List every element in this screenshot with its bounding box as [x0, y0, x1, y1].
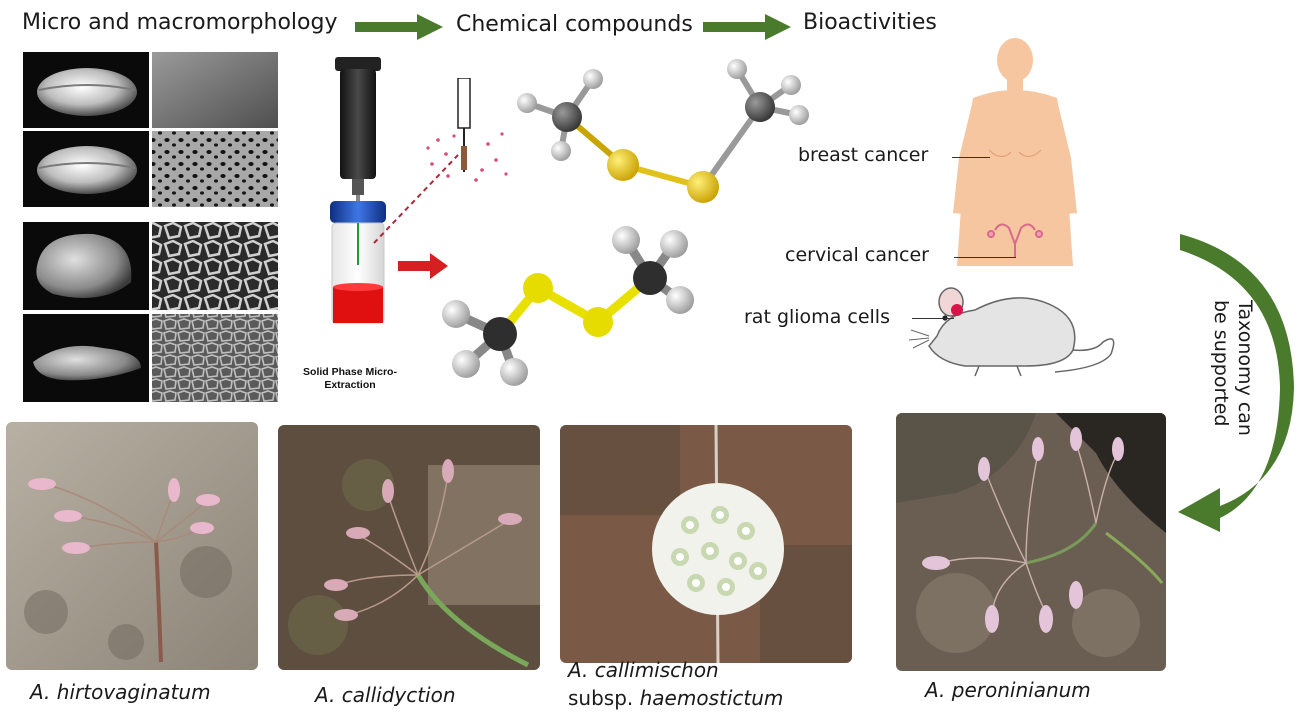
header-step-bioactivities: Bioactivities [803, 10, 937, 35]
leader-line [912, 318, 954, 319]
spme-label-line1: Solid Phase Micro- [303, 366, 397, 378]
plant-photo [6, 422, 258, 670]
taxonomy-line1: Taxonomy can [1234, 300, 1256, 436]
sem-grid-bottom [23, 222, 278, 402]
human-body-icon [953, 38, 1077, 266]
caption-callidyction: A. callidyction [315, 683, 456, 707]
photo-callimischon [560, 425, 852, 663]
vial-icon [330, 201, 386, 324]
spme-label-line2: Extraction [324, 379, 376, 391]
plant-photo [278, 425, 540, 670]
right-arrow-icon [355, 14, 443, 40]
spme-apparatus [330, 57, 459, 324]
caption-hirtovaginatum: A. hirtovaginatum [30, 680, 211, 704]
leader-line [952, 157, 990, 158]
caption-subsp-name: haemostictum [639, 686, 784, 710]
header-step-chemical: Chemical compounds [456, 12, 693, 37]
photo-hirtovaginatum [6, 422, 258, 670]
photo-peroninianum [896, 413, 1166, 671]
caption-peroninianum: A. peroninianum [925, 678, 1091, 702]
spme-label: Solid Phase Micro- Extraction [285, 366, 415, 392]
syringe-icon [335, 57, 381, 205]
right-arrow-icon [398, 253, 448, 279]
sem-micrographs-top [23, 52, 278, 207]
curved-arrow-icon [1178, 234, 1294, 532]
plant-photo [896, 413, 1166, 671]
label-cervical-cancer: cervical cancer [785, 244, 929, 266]
caption-subsp-prefix: subsp. [568, 686, 640, 710]
plant-photo [560, 425, 852, 663]
header-step-morphology: Micro and macromorphology [22, 10, 338, 35]
fiber-detail [426, 78, 508, 182]
label-rat-glioma: rat glioma cells [744, 306, 890, 328]
leader-line [954, 257, 1016, 258]
caption-callimischon-line2: subsp. haemostictum [568, 686, 783, 710]
label-breast-cancer: breast cancer [798, 144, 929, 166]
caption-callimischon-line1: A. callimischon [568, 658, 719, 682]
molecule-icon [442, 226, 694, 386]
sem-micrographs-bottom [23, 222, 278, 402]
sem-grid-top [23, 52, 278, 207]
mouse-icon [908, 287, 1115, 377]
taxonomy-line2: be supported [1210, 300, 1232, 427]
photo-callidyction [278, 425, 540, 670]
molecule-icon [517, 59, 809, 203]
right-arrow-icon [703, 14, 791, 40]
